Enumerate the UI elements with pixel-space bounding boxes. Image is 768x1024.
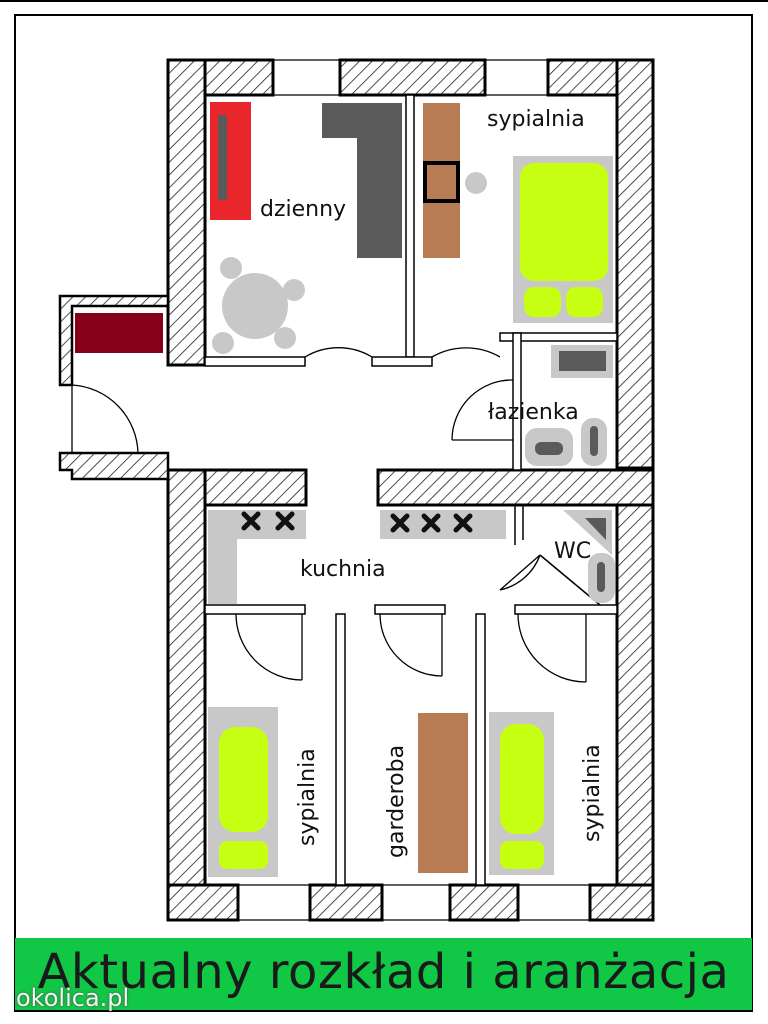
stool [465,172,487,194]
desk-chair [423,161,460,203]
counter-left-side [208,510,237,604]
partition-kitchen-3 [514,604,618,615]
wall-bottom-left [166,883,240,922]
partition-bath-top [499,332,618,342]
label-bedroom-right: sypialnia [580,744,605,842]
bed-icon [513,156,613,323]
door-living-arc [304,347,373,358]
label-living: dzienny [260,197,346,222]
door-bath-arc [451,379,514,441]
wall-mid-right [376,468,655,507]
door-wc-arc [499,554,541,591]
stove-burner-x-icon [241,511,473,533]
bed-left-icon [208,707,278,877]
partition-bed-wardrobe [335,613,346,886]
wall-bottom-m2 [448,883,520,922]
wall-left-upper [166,58,207,367]
sofa-back [218,115,227,200]
label-wardrobe: garderoba [384,745,409,858]
walls [166,58,655,922]
plan-frame [14,14,753,1012]
door-bedroom-arc [431,347,501,358]
bathtub-icon [551,345,613,378]
wall-right-upper [615,58,655,470]
door-wardrobe-arc [379,613,443,677]
entry-door-swing [71,384,139,454]
partition-living-bottom [204,356,306,367]
desk-wood [423,103,460,258]
partitions [204,94,618,886]
wall-left-lower [166,468,207,922]
sofa-red [210,102,251,220]
label-bedroom-left: sypialnia [295,748,320,846]
watermark-logo: okolica.pl [16,984,130,1012]
entry-vestibule [58,294,170,481]
partition-bath-left [512,332,522,471]
partition-bottom-mid [371,356,433,367]
wc-toilet-icon [588,553,615,603]
windows [238,59,590,921]
door-bed-left-arc [235,613,303,681]
wardrobe-wood [418,713,468,873]
sink-icon [525,428,573,466]
partition-kitchen-2 [374,604,446,615]
caption-title: Aktualny rozkład i aranżacja [37,944,730,1000]
wardrobe-maroon [75,313,163,353]
label-kitchen: kuchnia [300,557,386,582]
wall-right-lower [615,503,655,922]
wall-bottom-m1 [308,883,384,922]
wall-top-mid [338,58,487,97]
partition-kitchen-1 [204,604,306,615]
l-shaped-unit [322,103,402,258]
wc-corner-dark [585,518,606,540]
wall-bottom-right [588,883,655,922]
label-wc: WC [554,539,591,564]
bed-right-icon [489,712,554,875]
label-bathroom: łazienka [488,400,579,425]
toilet-icon [581,418,607,466]
door-bed-right-arc [517,613,587,683]
partition-living-bedroom [405,94,415,358]
round-table-icon [212,257,305,354]
partition-wardrobe-bed [475,613,486,886]
door-swings [235,347,587,683]
label-bedroom-top: sypialnia [487,107,585,132]
caption-banner: Aktualny rozkład i aranżacja [15,938,752,1010]
